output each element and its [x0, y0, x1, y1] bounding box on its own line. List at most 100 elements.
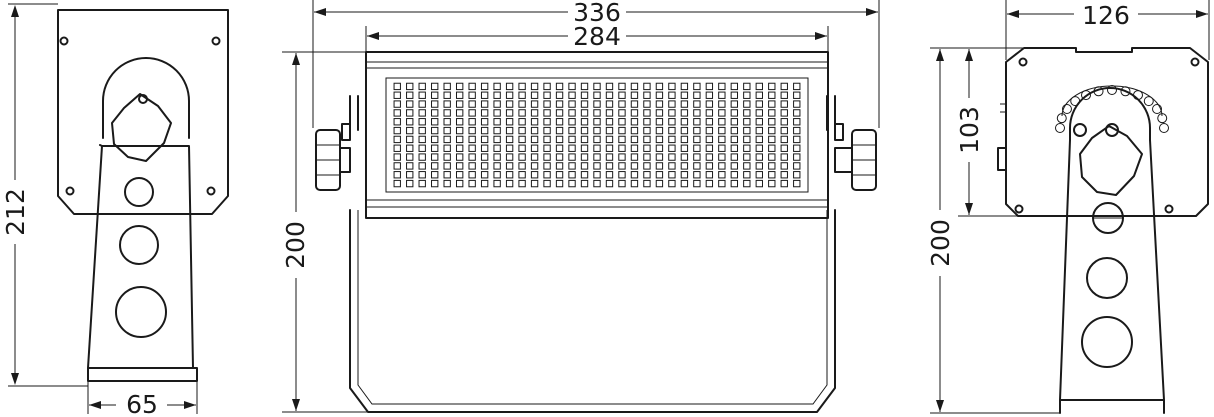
- led-cell: [605, 153, 614, 161]
- led-cell: [730, 153, 739, 161]
- led-cell: [655, 179, 664, 188]
- led-cell: [493, 109, 501, 117]
- led-cell: [418, 171, 426, 179]
- led-cell: [443, 144, 451, 152]
- led-cell: [468, 118, 476, 126]
- led-cell: [618, 171, 626, 179]
- led-cell: [418, 82, 426, 91]
- led-cell: [743, 82, 751, 91]
- led-cell: [455, 179, 464, 188]
- mounting-knob: [111, 93, 172, 162]
- led-cell: [555, 100, 564, 108]
- led-cell: [630, 144, 639, 152]
- led-cell: [418, 100, 426, 108]
- led-cell: [593, 109, 601, 117]
- dimension-side-left-height: 212: [1, 3, 88, 387]
- led-cell: [743, 171, 751, 179]
- led-cell: [543, 82, 551, 91]
- dimension-label: 200: [926, 219, 955, 267]
- led-cell: [755, 82, 763, 91]
- led-cell: [793, 179, 801, 188]
- led-cell: [680, 118, 689, 126]
- led-cell: [630, 179, 639, 188]
- led-cell: [655, 171, 664, 179]
- led-cell: [643, 162, 651, 170]
- led-cell: [780, 171, 788, 179]
- led-cell: [580, 118, 589, 126]
- dimension-side-right-width: 126: [1005, 0, 1210, 60]
- led-cell: [543, 171, 551, 179]
- side-view-left: [57, 9, 229, 382]
- led-cell: [493, 162, 501, 170]
- led-cell: [655, 153, 664, 161]
- led-cell: [431, 100, 439, 108]
- led-cell: [543, 179, 551, 188]
- led-cell: [768, 118, 776, 126]
- led-cell: [668, 82, 676, 91]
- led-cell: [668, 135, 676, 144]
- led-cell: [418, 144, 426, 152]
- led-cell: [406, 100, 414, 108]
- led-cell: [505, 135, 514, 144]
- led-cell: [568, 100, 576, 108]
- led-cell: [455, 171, 464, 179]
- led-cell: [755, 144, 763, 152]
- led-cell: [480, 135, 489, 144]
- led-cell: [505, 118, 514, 126]
- led-cell: [655, 162, 664, 170]
- led-cell: [780, 135, 788, 144]
- led-cell: [555, 118, 564, 126]
- led-cell: [518, 100, 526, 108]
- led-cell: [730, 118, 739, 126]
- led-panel: [385, 77, 809, 193]
- led-cell: [680, 135, 689, 144]
- led-cell: [418, 179, 426, 188]
- led-cell: [755, 135, 763, 144]
- led-cell: [568, 179, 576, 188]
- led-cell: [780, 179, 788, 188]
- led-cell: [555, 82, 564, 91]
- side-view-right: [997, 47, 1209, 414]
- led-cell: [605, 126, 614, 135]
- led-cell: [693, 118, 701, 126]
- led-cell: [768, 179, 776, 188]
- led-cell: [693, 179, 701, 188]
- led-cell: [693, 144, 701, 152]
- led-cell: [693, 100, 701, 108]
- led-cell: [718, 91, 726, 99]
- led-cell: [580, 171, 589, 179]
- led-cell: [643, 91, 651, 99]
- led-cell: [730, 126, 739, 135]
- led-cell: [693, 126, 701, 135]
- led-cell: [668, 179, 676, 188]
- bracket-hole: [1081, 316, 1133, 368]
- cooling-fin: [1152, 104, 1163, 114]
- led-cell: [431, 162, 439, 170]
- led-cell: [568, 162, 576, 170]
- led-cell: [655, 100, 664, 108]
- led-cell: [643, 171, 651, 179]
- led-cell: [605, 144, 614, 152]
- rear-fin-ring: [1061, 85, 1163, 117]
- led-cell: [518, 91, 526, 99]
- led-cell: [480, 100, 489, 108]
- led-cell: [406, 153, 414, 161]
- cooling-fin: [1107, 85, 1117, 95]
- led-cell: [655, 82, 664, 91]
- led-cell: [543, 118, 551, 126]
- led-cell: [518, 179, 526, 188]
- led-cell: [630, 91, 639, 99]
- dimension-label: 103: [955, 106, 984, 154]
- led-cell: [755, 118, 763, 126]
- led-cell: [406, 179, 414, 188]
- led-cell: [568, 118, 576, 126]
- led-cell: [406, 91, 414, 99]
- led-cell: [768, 162, 776, 170]
- housing-screw: [1014, 204, 1024, 214]
- led-cell: [406, 126, 414, 135]
- led-cell: [755, 179, 763, 188]
- led-cell: [668, 171, 676, 179]
- led-cell: [431, 144, 439, 152]
- led-cell: [743, 126, 751, 135]
- led-cell: [743, 109, 751, 117]
